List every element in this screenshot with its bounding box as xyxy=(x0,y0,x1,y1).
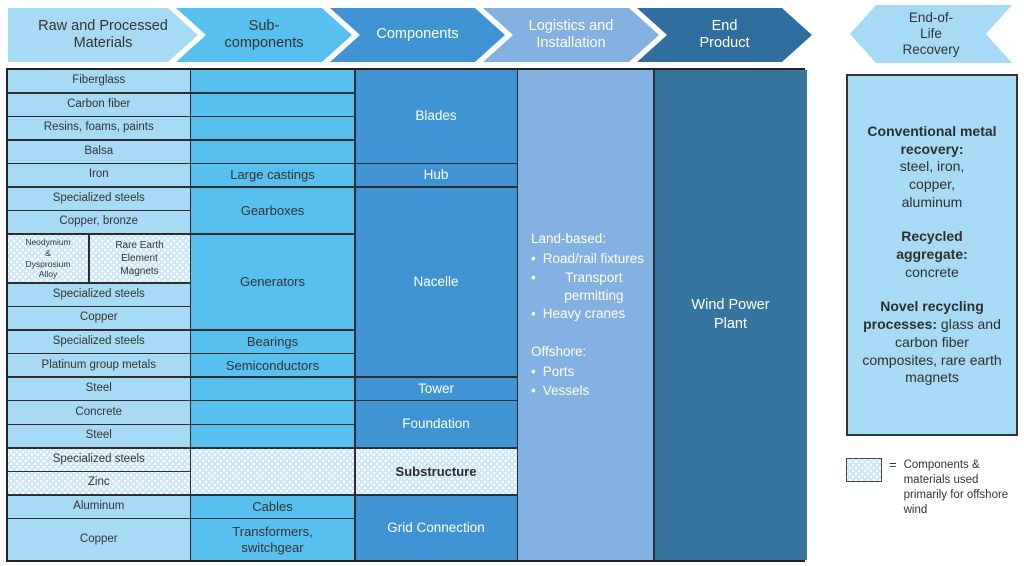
recovery-section-recycled-aggregate: Recycled aggregate: concrete xyxy=(857,228,1007,282)
cell-specialized-steels: Specialized steels xyxy=(8,330,190,353)
recovery-section-heading: Recycled aggregate: xyxy=(896,228,968,263)
stage-arrow-end-product: End Product xyxy=(637,8,812,62)
cell-aluminum: Aluminum xyxy=(8,495,190,518)
land-based-title: Land-based: xyxy=(531,231,607,247)
cell-bearings: Bearings xyxy=(191,330,354,353)
bullet-item: • Road/rail fixtures xyxy=(531,250,645,268)
stage-arrow-raw-and-processed-materials: Raw and Processed Materials xyxy=(8,8,198,62)
cell-platinum-group-metals: Platinum group metals xyxy=(8,354,190,377)
stage-arrow-sub-components: Sub- components xyxy=(176,8,352,62)
bullet-text: Heavy cranes xyxy=(542,305,626,321)
bullet-item: • Heavy cranes xyxy=(531,305,645,323)
supply-chain-table: Land-based: • Road/rail fixtures • Transpor… xyxy=(6,68,807,562)
cell-hub: Hub xyxy=(355,164,517,187)
bullet-icon: • xyxy=(531,251,536,267)
legend-text: Components & materials used primarily fo… xyxy=(903,459,1009,516)
recovery-section-heading: Novel recycling processes: xyxy=(863,297,984,332)
empty-cell xyxy=(191,140,354,163)
stage-arrow-end-of-life-recovery: End-of- Life Recovery xyxy=(850,5,1012,63)
bullet-icon: • xyxy=(531,382,536,398)
logistics-cell: Land-based: • Road/rail fixtures • Transpor… xyxy=(518,70,653,560)
empty-cell xyxy=(191,377,354,400)
empty-cell xyxy=(191,117,354,140)
cell-iron: Iron xyxy=(8,164,190,187)
cell-grid-connection: Grid Connection xyxy=(355,495,517,560)
cell-rare-earth-element-magnets: Rare Earth Element Magnets xyxy=(90,235,190,282)
cell-copper-bronze: Copper, bronze xyxy=(8,211,190,234)
land-based-list: • Road/rail fixtures • Transport permitting… xyxy=(531,250,645,323)
end-product-cell: Wind Power Plant xyxy=(654,70,807,560)
recovery-section-detail: steel, iron, copper, aluminum xyxy=(899,158,965,211)
cell-fiberglass: Fiberglass xyxy=(8,70,190,93)
cell-copper: Copper xyxy=(8,519,190,560)
bullet-item: • Transport permitting xyxy=(531,269,645,305)
cell-gearboxes: Gearboxes xyxy=(191,187,354,234)
dotted-pattern-swatch xyxy=(846,458,882,482)
cell-tower: Tower xyxy=(355,377,517,400)
recovery-section-novel-recycling-processes: Novel recycling processes: glass and car… xyxy=(857,298,1007,388)
bullet-text: Vessels xyxy=(542,382,590,398)
offshore-title: Offshore: xyxy=(531,344,587,360)
bullet-text: Ports xyxy=(542,364,575,380)
bullet-text: Transport permitting xyxy=(564,269,624,303)
end-product-label: Wind Power Plant xyxy=(691,297,770,332)
cell-large-castings: Large castings xyxy=(191,164,354,187)
recovery-section-detail: glass and carbon fiber composites, rare … xyxy=(862,315,1002,386)
cell-generators: Generators xyxy=(191,234,354,330)
cell-transformers-switchgear: Transformers, switchgear xyxy=(191,519,354,560)
bullet-icon: • xyxy=(531,269,536,285)
cell-carbon-fiber: Carbon fiber xyxy=(8,93,190,116)
cell-steel: Steel xyxy=(8,377,190,400)
stage-arrow-components: Components xyxy=(330,8,505,62)
cell-resins-foams-paints: Resins, foams, paints xyxy=(8,117,190,140)
offshore-list: • Ports • Vessels xyxy=(531,363,589,399)
stage-arrow-logistics-and-installation: Logistics and Installation xyxy=(483,8,659,62)
cell-specialized-steels: Specialized steels xyxy=(8,449,190,471)
cell-cables: Cables xyxy=(191,495,354,518)
empty-cell xyxy=(191,425,354,448)
cell-blades: Blades xyxy=(355,70,517,163)
cell-concrete: Concrete xyxy=(8,401,190,424)
cell-nacelle: Nacelle xyxy=(355,187,517,377)
empty-cell xyxy=(191,70,354,93)
bullet-text: Road/rail fixtures xyxy=(542,251,645,267)
cell-balsa: Balsa xyxy=(8,140,190,163)
cell-neodymium-dysprosium-alloy: Neodymium & Dysprosium Alloy xyxy=(8,235,88,282)
cell-specialized-steels: Specialized steels xyxy=(8,283,190,306)
bullet-item: • Ports xyxy=(531,363,589,381)
cell-foundation: Foundation xyxy=(355,401,517,448)
bullet-icon: • xyxy=(531,305,536,321)
cell-steel: Steel xyxy=(8,425,190,448)
recovery-section-heading: Conventional metal recovery: xyxy=(867,122,997,157)
empty-cell xyxy=(191,449,354,495)
empty-cell xyxy=(191,93,354,116)
empty-cell xyxy=(191,401,354,424)
recovery-section-detail: concrete xyxy=(905,263,959,280)
cell-copper: Copper xyxy=(8,307,190,330)
cell-specialized-steels: Specialized steels xyxy=(8,187,190,210)
bullet-icon: • xyxy=(531,364,536,380)
cell-semiconductors: Semiconductors xyxy=(191,354,354,377)
cell-zinc: Zinc xyxy=(8,472,190,494)
recovery-section-conventional-metal-recovery: Conventional metal recovery: steel, iron… xyxy=(857,123,1007,213)
offshore-legend: = Components & materials used primarily … xyxy=(846,457,1016,518)
legend-equals-sign: = xyxy=(889,457,897,472)
bullet-item: • Vessels xyxy=(531,382,589,400)
recovery-methods-box: Conventional metal recovery: steel, iron… xyxy=(846,74,1018,436)
cell-substructure: Substructure xyxy=(356,449,517,495)
